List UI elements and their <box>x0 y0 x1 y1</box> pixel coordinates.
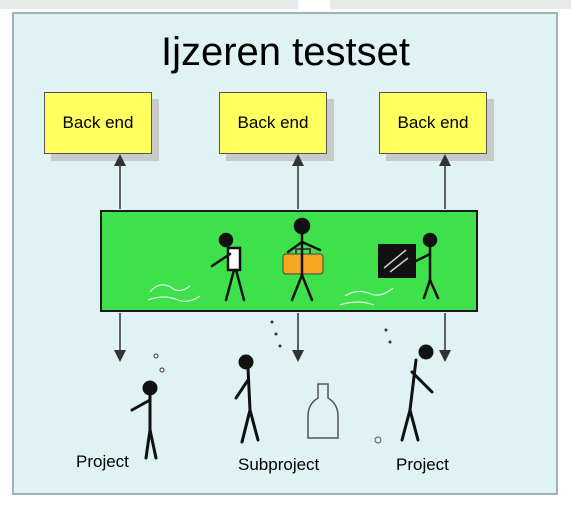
stick-figure-icon <box>286 217 322 302</box>
diagram-title: Ijzeren testset <box>160 30 410 74</box>
test-bar-figures <box>147 217 440 306</box>
project-label-1: Project <box>76 452 129 471</box>
juggling-figure-icon <box>374 328 434 444</box>
top-strip-right <box>330 0 571 9</box>
backend-box-2: Back end <box>219 92 327 154</box>
stick-figure-icon <box>412 232 440 300</box>
backend-box-1: Back end <box>44 92 152 154</box>
backend-box-3: Back end <box>379 92 487 154</box>
subproject-label: Subproject <box>238 455 320 474</box>
stick-figure-icon <box>210 232 246 302</box>
computer-screen-icon <box>378 244 416 278</box>
bottle-icon <box>307 383 339 439</box>
top-strip-left <box>0 0 298 9</box>
juggling-figure-icon <box>234 320 282 444</box>
scribble-icon <box>147 284 394 306</box>
juggling-figure-icon <box>130 353 165 460</box>
project-label-2: Project <box>396 455 449 474</box>
connector-arrows <box>114 154 451 362</box>
